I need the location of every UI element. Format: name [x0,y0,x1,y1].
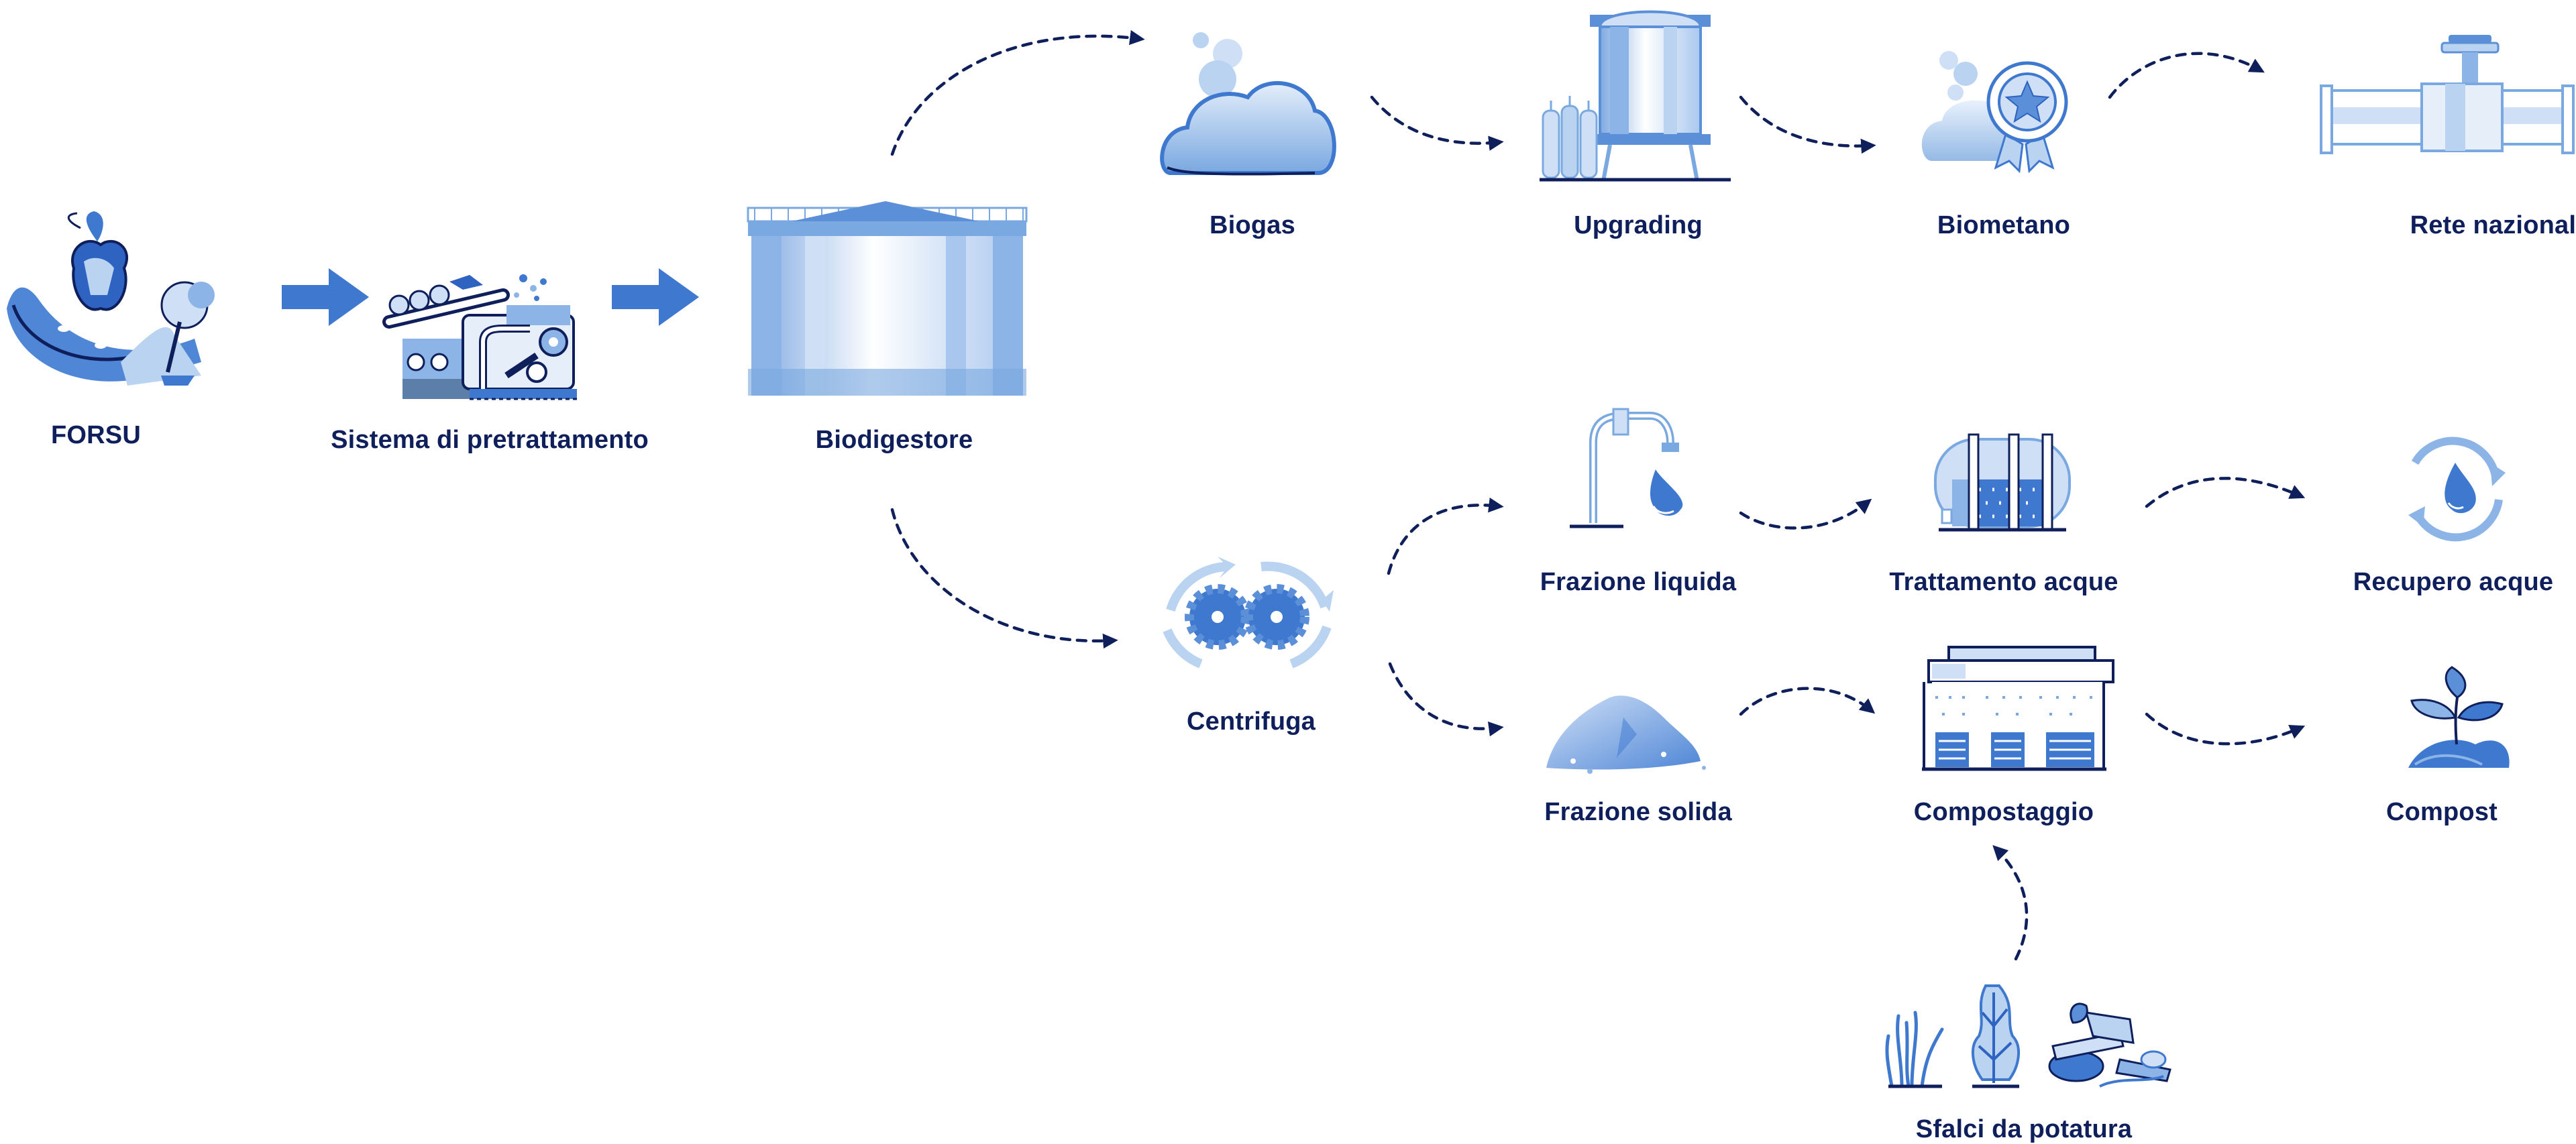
flow-arrow-pretrattamento-biodigestore [612,268,699,326]
water-tap-icon [1570,408,1683,528]
connector-upgrading-biometano [1739,95,1876,154]
compost-plant-icon [2408,666,2510,768]
pretreatment-machine-icon [382,274,577,400]
connector-biometano-rete [2108,52,2265,99]
pipeline-icon [2320,35,2575,154]
connector-trattamento-recupero [2145,477,2306,508]
node-label-trattamento: Trattamento acque [1889,568,2118,596]
node-label-recupero: Recupero acque [2353,568,2554,596]
node-label-liquida: Frazione liquida [1540,568,1737,596]
gas-cloud-icon [1160,32,1336,176]
solid-pile-icon [1546,695,1706,774]
connector-compostaggio-compost [2145,712,2306,746]
connector-solida-compostaggio [1739,687,1876,716]
node-label-biogas: Biogas [1210,211,1295,239]
pruning-clippings-icon [1885,984,2171,1088]
flow-arrow-forsu-pretrattamento [282,268,369,326]
connector-biodigestore-biogas [890,30,1145,156]
node-label-compost: Compost [2385,798,2498,826]
digester-tank-icon [747,201,1028,396]
node-label-rete: Rete nazionale [2410,211,2576,239]
node-label-biodigestore: Biodigestore [815,426,973,454]
node-label-forsu: FORSU [51,421,141,449]
connector-liquida-trattamento [1739,498,1872,530]
connector-biogas-upgrading [1370,95,1504,151]
node-label-centrifuga: Centrifuga [1187,707,1316,736]
composting-plant-icon [1922,646,2114,771]
upgrading-tank-icon [1540,10,1731,182]
connector-sfalci-compostaggio [1992,845,2029,961]
connector-centrifuga-solida [1388,662,1504,737]
connector-centrifuga-liquida [1387,497,1504,575]
node-label-pretrattamento: Sistema di pretrattamento [331,426,649,454]
centrifuge-gears-icon [1163,557,1334,669]
node-label-compostaggio: Compostaggio [1913,798,2094,826]
biomethane-badge-icon [1921,51,2068,174]
node-label-upgrading: Upgrading [1574,211,1703,239]
node-label-sfalci: Sfalci da potatura [1915,1115,2133,1143]
node-label-solida: Frazione solida [1544,798,1732,826]
water-recycle-icon [2408,437,2506,542]
connector-biodigestore-centrifuga [890,508,1118,649]
node-label-biometano: Biometano [1937,211,2071,239]
food-waste-icon [7,211,215,386]
water-treatment-tank-icon [1934,433,2071,532]
